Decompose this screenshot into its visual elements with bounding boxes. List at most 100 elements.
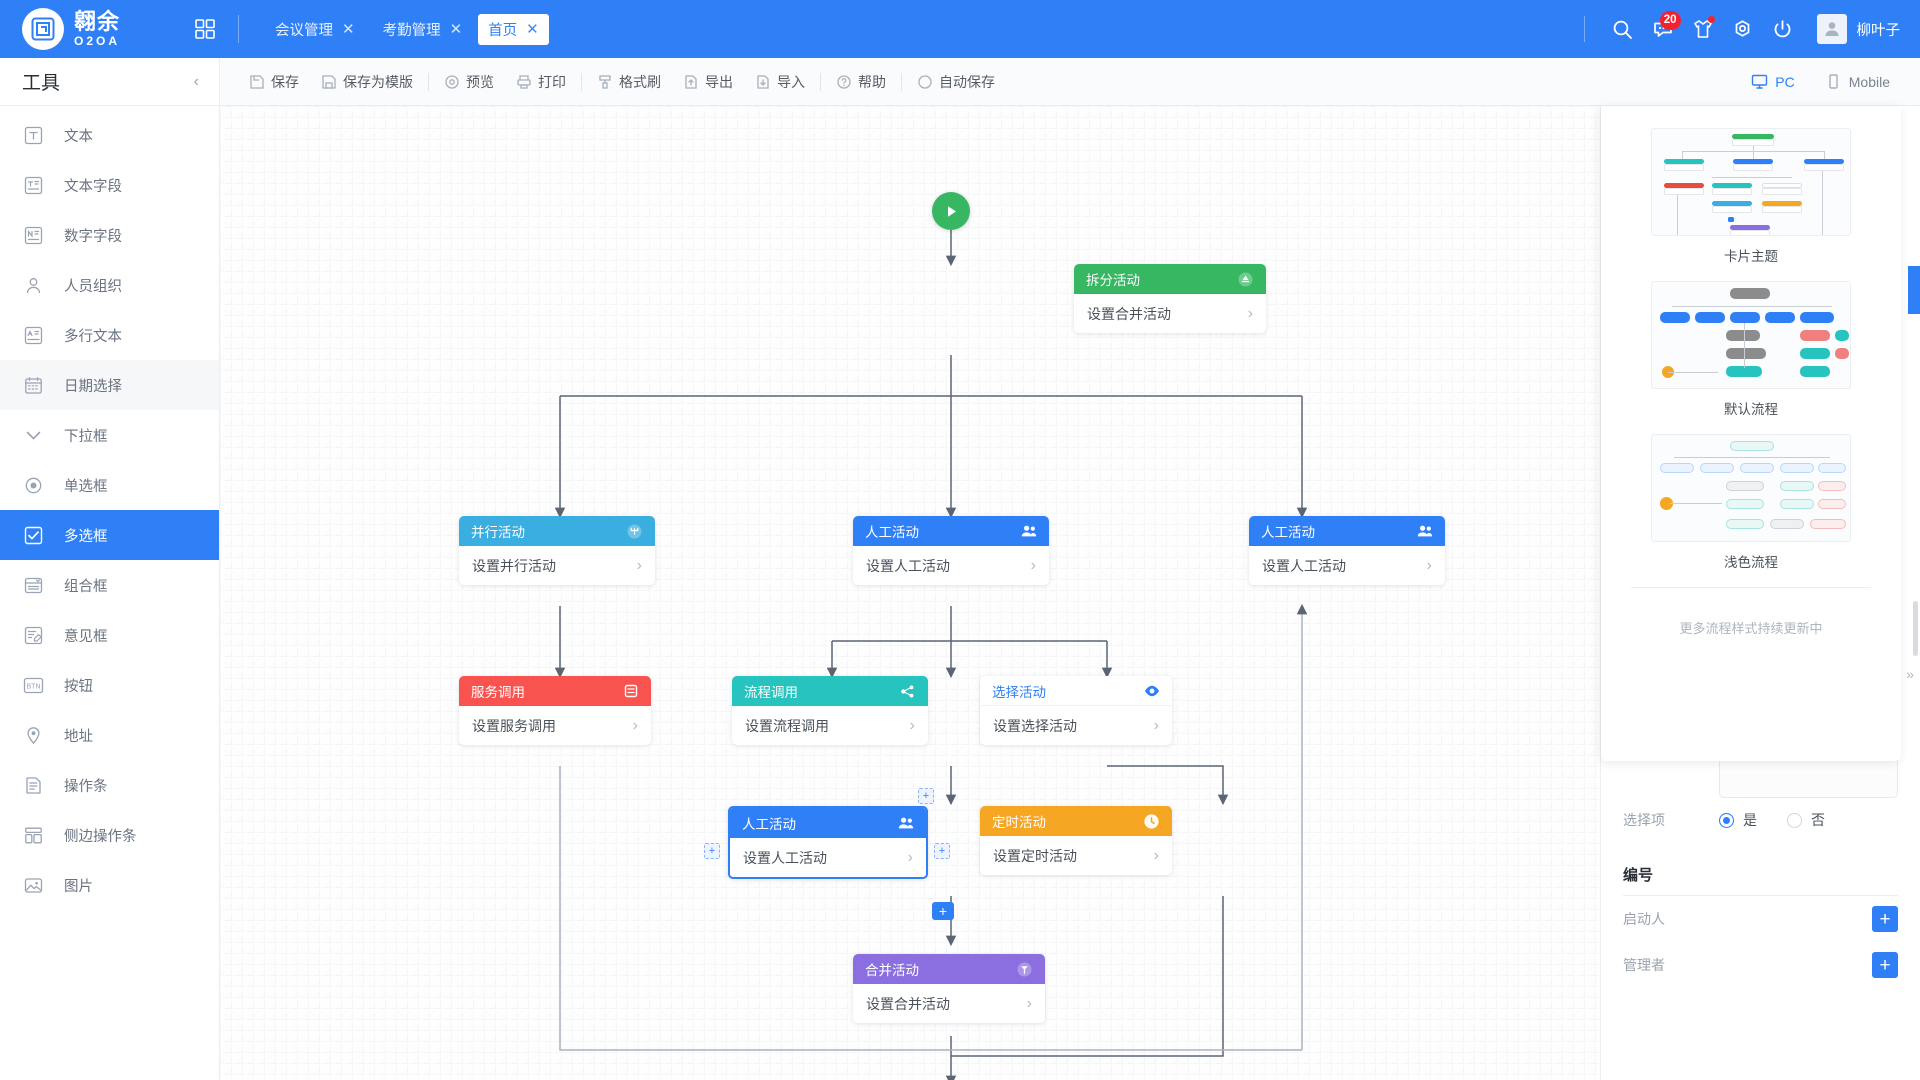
node-body-label: 设置合并活动 — [866, 995, 950, 1012]
sidebar-item-person-org[interactable]: 人员组织 — [0, 260, 219, 310]
template-default-flow[interactable]: 默认流程 — [1625, 281, 1877, 418]
sidebar-item-label: 组合框 — [64, 578, 108, 595]
node-handle-plus-bottom[interactable]: + — [932, 902, 954, 920]
node-body-label: 设置合并活动 — [1087, 305, 1171, 322]
import-button[interactable]: 导入 — [744, 67, 816, 97]
node-manual-activity-1[interactable]: 人工活动 设置人工活动 › — [853, 516, 1049, 585]
default-flow-thumbnail — [1651, 281, 1851, 389]
node-split-activity[interactable]: 拆分活动 设置合并活动 › — [1074, 264, 1266, 333]
sidebar-item-multiline-text[interactable]: 多行文本 — [0, 310, 219, 360]
export-button[interactable]: 导出 — [672, 67, 744, 97]
user-avatar-icon[interactable] — [1816, 14, 1847, 44]
close-icon[interactable]: ✕ — [526, 20, 539, 38]
search-icon[interactable] — [1603, 9, 1643, 49]
person-org-icon — [22, 274, 44, 296]
node-service-call[interactable]: 服务调用 设置服务调用 › — [459, 676, 651, 745]
preview-button[interactable]: 预览 — [433, 67, 505, 97]
message-icon[interactable]: 20 — [1643, 9, 1683, 49]
sidebar-item-label: 多选框 — [64, 528, 108, 545]
tab-attendance-management[interactable]: 考勤管理 ✕ — [371, 14, 475, 45]
close-icon[interactable]: ✕ — [342, 20, 355, 38]
panel-scrollbar-thumb[interactable] — [1913, 601, 1918, 656]
gear-icon[interactable] — [1723, 9, 1763, 49]
chevron-right-double-icon[interactable]: » — [1906, 666, 1914, 682]
device-mobile-button[interactable]: Mobile — [1813, 73, 1902, 90]
node-body[interactable]: 设置合并活动 › — [853, 984, 1045, 1023]
node-manual-activity-3-selected[interactable]: 人工活动 设置人工活动 › — [728, 806, 928, 879]
node-body-label: 设置并行活动 — [472, 557, 556, 574]
sidebar-item-checkbox[interactable]: 多选框 — [0, 510, 219, 560]
add-starter-button[interactable]: + — [1872, 906, 1898, 932]
sidebar-item-text[interactable]: 文本 — [0, 110, 219, 160]
template-caption: 默认流程 — [1724, 402, 1778, 417]
export-label: 导出 — [705, 73, 733, 90]
grid-apps-icon[interactable] — [192, 16, 218, 42]
tab-home[interactable]: 首页 ✕ — [478, 13, 549, 45]
sidebar-item-button[interactable]: BTN 按钮 — [0, 660, 219, 710]
template-card-theme[interactable]: 卡片主题 — [1625, 128, 1877, 265]
node-parallel-activity[interactable]: 并行活动 设置并行活动 › — [459, 516, 655, 585]
format-brush-label: 格式刷 — [619, 73, 661, 90]
autosave-toggle[interactable]: 自动保存 — [906, 67, 1006, 97]
node-body[interactable]: 设置人工活动 › — [730, 838, 926, 877]
node-body-label: 设置定时活动 — [993, 847, 1077, 864]
node-header: 服务调用 — [459, 676, 651, 706]
node-body[interactable]: 设置选择活动 › — [980, 706, 1172, 745]
flow-template-panel: 卡片主题 默认 — [1601, 106, 1901, 761]
node-process-call[interactable]: 流程调用 设置流程调用 › — [732, 676, 928, 745]
sidebar-item-radio[interactable]: 单选框 — [0, 460, 219, 510]
node-timer-activity[interactable]: 定时活动 设置定时活动 › — [980, 806, 1172, 875]
device-mobile-label: Mobile — [1848, 73, 1890, 90]
save-button[interactable]: 保存 — [238, 67, 310, 97]
node-manual-activity-2[interactable]: 人工活动 设置人工活动 › — [1249, 516, 1445, 585]
sidebar-item-label: 地址 — [64, 728, 93, 745]
theme-shirt-icon[interactable] — [1683, 9, 1723, 49]
option-radio-no[interactable]: 否 — [1787, 810, 1825, 830]
power-icon[interactable] — [1763, 9, 1803, 49]
node-handle-plus-right[interactable]: + — [934, 843, 950, 859]
node-title: 拆分活动 — [1086, 273, 1140, 288]
chevron-right-icon: › — [1153, 716, 1159, 734]
start-node[interactable] — [932, 192, 970, 230]
section-number-title: 编号 — [1623, 867, 1654, 884]
sidebar-item-opinion[interactable]: 意见框 — [0, 610, 219, 660]
node-handle-plus-left[interactable]: + — [704, 843, 720, 859]
node-body[interactable]: 设置服务调用 › — [459, 706, 651, 745]
sidebar-item-actionbar[interactable]: 操作条 — [0, 760, 219, 810]
node-body[interactable]: 设置并行活动 › — [459, 546, 655, 585]
node-body[interactable]: 设置流程调用 › — [732, 706, 928, 745]
save-as-template-button[interactable]: 保存为模版 — [310, 67, 424, 97]
side-actionbar-icon — [22, 824, 44, 846]
close-icon[interactable]: ✕ — [449, 20, 463, 38]
flow-connectors — [554, 230, 1308, 1080]
username-label[interactable]: 柳叶子 — [1856, 22, 1901, 39]
help-button[interactable]: 帮助 — [825, 67, 897, 97]
print-button[interactable]: 打印 — [505, 67, 577, 97]
sidebar-item-combobox[interactable]: 组合框 — [0, 560, 219, 610]
sidebar-item-image[interactable]: 图片 — [0, 860, 219, 910]
app-logo[interactable]: 翱余 O2OA — [0, 8, 170, 50]
sidebar-item-address[interactable]: 地址 — [0, 710, 219, 760]
sidebar-item-number-field[interactable]: 数字字段 — [0, 210, 219, 260]
node-choice-activity[interactable]: 选择活动 设置选择活动 › — [980, 676, 1172, 745]
node-handle-plus-top[interactable]: + — [918, 788, 934, 804]
format-brush-button[interactable]: 格式刷 — [586, 67, 672, 97]
chevron-left-icon[interactable]: ‹ — [193, 72, 199, 90]
device-pc-button[interactable]: PC — [1739, 73, 1806, 90]
template-light-flow[interactable]: 浅色流程 — [1625, 434, 1877, 571]
sidebar-item-dropdown[interactable]: 下拉框 — [0, 410, 219, 460]
node-body[interactable]: 设置人工活动 › — [1249, 546, 1445, 585]
node-body[interactable]: 设置人工活动 › — [853, 546, 1049, 585]
node-header: 拆分活动 — [1074, 264, 1266, 294]
add-manager-button[interactable]: + — [1872, 952, 1898, 978]
option-radio-yes[interactable]: 是 — [1719, 810, 1757, 830]
sidebar-item-side-actionbar[interactable]: 侧边操作条 — [0, 810, 219, 860]
flow-canvas[interactable]: 拆分活动 设置合并活动 › 并行活动 设置并行活动 › 人工活动 — [220, 106, 1600, 1080]
tab-meeting-management[interactable]: 会议管理 ✕ — [263, 14, 367, 45]
node-body[interactable]: 设置合并活动 › — [1074, 294, 1266, 333]
node-body[interactable]: 设置定时活动 › — [980, 836, 1172, 875]
node-merge-activity[interactable]: 合并活动 设置合并活动 › — [853, 954, 1045, 1023]
sidebar-item-date-picker[interactable]: 日期选择 — [0, 360, 219, 410]
sidebar-item-text-field[interactable]: 文本字段 — [0, 160, 219, 210]
node-header: 人工活动 — [853, 516, 1049, 546]
